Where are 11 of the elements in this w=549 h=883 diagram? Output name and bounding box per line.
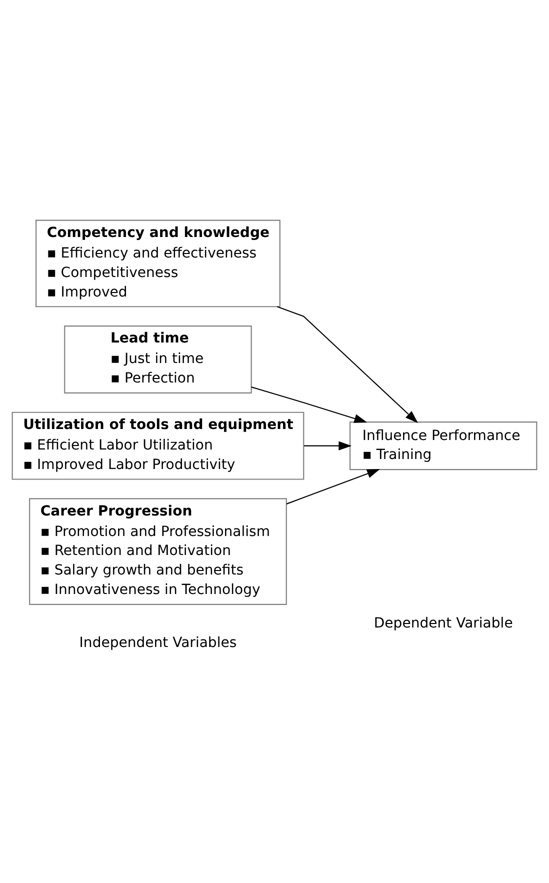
node-box: Utilization of tools and equipment ▪ Efficient Labor Utilization ▪ Improved Labor Productivity [12, 412, 304, 480]
arrow [286, 469, 380, 504]
arrow [276, 306, 418, 424]
label: Independent Variables [79, 634, 237, 651]
node-box: Career Progression ▪ Promotion and Professionalism ▪ Retention and Motivation ▪ Salary growth and benefits ▪ Innovativeness in Technology [29, 498, 287, 605]
label: Dependent Variable [374, 616, 513, 632]
node-box: Lead time ▪ Just in time ▪ Perfection [64, 326, 252, 394]
node-box: Competency and knowledge ▪ Efficiency and effectiveness ▪ Competitiveness ▪ Improved [36, 220, 280, 308]
arrow [304, 441, 352, 450]
node-box: Influence Performance ▪ Training [349, 422, 538, 470]
arrow [251, 386, 368, 423]
